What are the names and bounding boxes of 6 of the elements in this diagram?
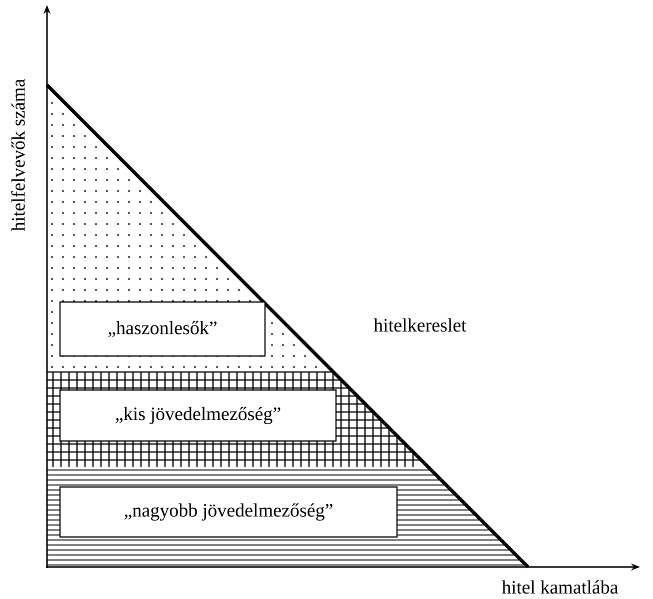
label-box: „nagyobb jövedelmezőség” (59, 486, 398, 538)
label-box: „haszonlesők” (59, 301, 266, 357)
axis-title: hitelfelvevők száma (11, 79, 25, 232)
axis-title: hitel kamatlába (502, 580, 618, 594)
label-box: „kis jövedelmezőség” (59, 389, 337, 442)
curve-label: hitelkereslet (374, 318, 466, 332)
